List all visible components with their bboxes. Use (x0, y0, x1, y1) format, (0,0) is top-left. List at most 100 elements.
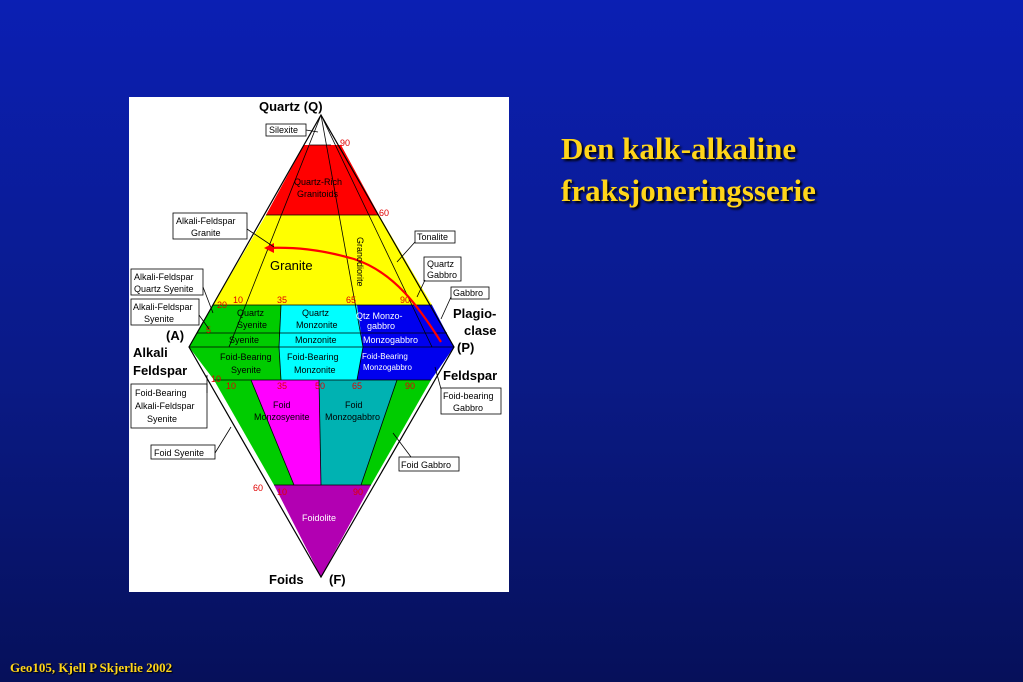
field-silexite (310, 115, 331, 145)
callout-af-syenite-box (130, 298, 200, 326)
callout-af-granite-box (172, 212, 248, 240)
num-f10-left: 10 (211, 374, 221, 384)
callout-af-granite-1: Alkali-Feldspar (176, 216, 236, 226)
num-q60: 60 (379, 208, 389, 218)
num-10-lowest: 10 (277, 487, 287, 497)
field-label-quartz-rich-1: Quartz-Rich (294, 177, 342, 187)
callout-foid-syenite-box (150, 444, 216, 460)
field-label-granodiorite: Granodiorite (355, 237, 365, 287)
fractionation-trend-arrow (265, 246, 442, 343)
num-q90: 90 (340, 138, 350, 148)
field-label-qtz-monzogabbro-2: gabbro (367, 321, 395, 331)
field-label-monzonite: Monzonite (295, 335, 337, 345)
apex-p-line2: clase (464, 323, 497, 338)
apex-q-label: Quartz (Q) (259, 99, 323, 114)
field-label-syenite: Syenite (229, 335, 259, 345)
field-label-foid-monzogabbro-2: Monzogabbro (363, 363, 412, 372)
callout-af-syenite-1: Alkali-Feldspar (133, 302, 193, 312)
num-q20: 20 (217, 300, 227, 310)
num-50-bottom: 50 (315, 381, 325, 391)
field-label-foid-monzogabbro-lower-1: Foid (345, 400, 363, 410)
field-label-q-monzonite-2: Monzonite (296, 320, 338, 330)
callout-gabbro-leader (440, 296, 452, 320)
callout-foid-af-syenite-1: Foid-Bearing (135, 388, 187, 398)
apex-a-line1: Alkali (133, 345, 168, 360)
line-lower-10 (250, 379, 295, 486)
callout-foid-bearing-gabbro-leader (434, 366, 442, 390)
callout-foid-gabbro: Foid Gabbro (401, 460, 451, 470)
field-granite-granodiorite-tonalite (213, 215, 432, 305)
callout-quartz-gabbro-1: Quartz (427, 259, 455, 269)
callout-foid-bearing-gabbro-box (440, 387, 502, 415)
field-label-granite: Granite (270, 258, 313, 273)
field-label-q-syenite-2: Syenite (237, 320, 267, 330)
callout-tonalite: Tonalite (417, 232, 448, 242)
qapf-diagram: Quartz (Q) (A) Alkali Feldspar Plagio- c… (130, 99, 502, 587)
callout-af-q-syenite-2: Quartz Syenite (134, 284, 194, 294)
field-foid-bearing-monzogabbro (357, 347, 454, 380)
line-lower-50 (318, 379, 322, 486)
callout-af-granite-2: Granite (191, 228, 221, 238)
apex-a-letter: (A) (166, 328, 184, 343)
field-foid-monzogabbro (319, 380, 397, 485)
field-label-foid-syenite-2: Syenite (231, 365, 261, 375)
num-65-top: 65 (346, 295, 356, 305)
callout-silexite-leader (305, 129, 319, 133)
callout-tonalite-box (414, 230, 456, 244)
field-label-quartz-rich-2: Granitoids (297, 189, 339, 199)
field-label-foid-monzosyenite-2: Monzosyenite (254, 412, 310, 422)
field-foid-monzosyenite (251, 380, 321, 485)
line-lower-90 (360, 379, 398, 486)
callout-foid-gabbro-leader (392, 432, 412, 458)
field-foid-gabbro (361, 380, 431, 485)
num-90-bottom: 90 (405, 381, 415, 391)
field-foid-syenite (214, 380, 294, 485)
field-foid-bearing-syenite (189, 347, 281, 380)
qapf-diagram-panel: Quartz (Q) (A) Alkali Feldspar Plagio- c… (129, 97, 509, 592)
field-quartz-monzogabbro (357, 305, 454, 347)
callout-af-q-syenite-1: Alkali-Feldspar (134, 272, 194, 282)
line-upper-10 (228, 114, 322, 348)
callout-quartz-gabbro-box (423, 256, 462, 282)
callout-af-syenite-leader (198, 314, 210, 330)
slide-title: Den kalk-alkaline fraksjoneringsserie (561, 128, 1001, 212)
num-35-top: 35 (277, 295, 287, 305)
field-quartz-monzonite (279, 305, 363, 347)
field-label-foid-monzonite-2: Monzonite (294, 365, 336, 375)
field-label-foidolite: Foidolite (302, 513, 336, 523)
slide-title-line-1: Den kalk-alkaline (561, 131, 797, 166)
field-label-q-monzonite-1: Quartz (302, 308, 330, 318)
line-upper-65 (320, 114, 364, 348)
num-35-bottom: 35 (277, 381, 287, 391)
field-label-monzogabbro: Monzogabbro (363, 335, 418, 345)
callout-silexite: Silexite (269, 125, 298, 135)
callout-gabbro-box (450, 286, 490, 300)
apex-a-line2: Feldspar (133, 363, 187, 378)
num-f60: 60 (253, 483, 263, 493)
field-label-qtz-monzogabbro-1: Qtz Monzo- (356, 311, 403, 321)
field-foidolite (274, 485, 371, 577)
callout-af-granite-leader (246, 228, 275, 248)
callout-quartz-gabbro-leader (416, 279, 426, 298)
field-label-q-syenite-1: Quartz (237, 308, 265, 318)
num-65-bottom: 65 (352, 381, 362, 391)
callout-foid-syenite: Foid Syenite (154, 448, 204, 458)
callout-af-q-syenite-box (130, 268, 204, 296)
callout-foid-bearing-gabbro-2: Gabbro (453, 403, 483, 413)
field-label-foid-monzosyenite-1: Foid (273, 400, 291, 410)
num-q5: 5 (206, 325, 211, 335)
num-10-bottom: 10 (226, 381, 236, 391)
callout-foid-af-syenite-2: Alkali-Feldspar (135, 401, 195, 411)
callout-foid-af-syenite-box (130, 383, 208, 429)
callout-af-q-syenite-leader (202, 286, 214, 314)
field-label-foid-monzogabbro-1: Foid-Bearing (362, 352, 408, 361)
field-foid-bearing-monzonite (279, 347, 363, 380)
callout-tonalite-leader (396, 241, 416, 263)
slide-title-line-2: fraksjoneringsserie (561, 173, 816, 208)
field-quartz-rich-granitoids (266, 145, 379, 215)
apex-p-line1: Plagio- (453, 306, 496, 321)
footer-credit: Geo105, Kjell P Skjerlie 2002 (10, 660, 173, 675)
line-upper-35 (278, 304, 282, 348)
apex-f-label: Foids (269, 572, 304, 587)
apex-p-line3: Feldspar (443, 368, 497, 383)
